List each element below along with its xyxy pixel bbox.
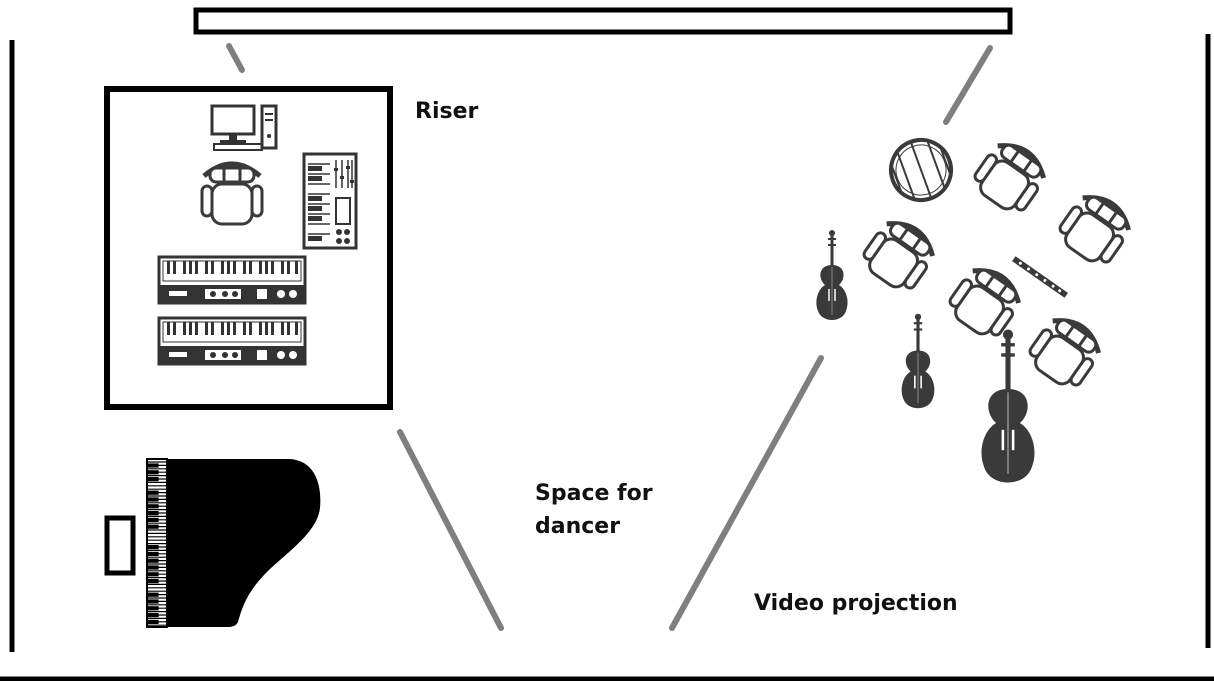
synthesizer-icon xyxy=(302,152,358,250)
dancer-label-line1: Space for xyxy=(535,481,653,506)
piano-black-key xyxy=(146,477,159,482)
video-projection-label: Video projection xyxy=(754,591,958,616)
violin-icon xyxy=(900,312,936,410)
flute-icon xyxy=(1012,256,1068,298)
grand-piano-icon xyxy=(104,458,321,628)
piano-black-key xyxy=(146,517,159,523)
office-chair-icon xyxy=(858,213,942,297)
sightline-top-left xyxy=(226,43,245,73)
piano-black-key xyxy=(146,497,159,502)
cello-icon xyxy=(981,330,1034,483)
piano-black-key xyxy=(146,511,159,516)
piano-black-key xyxy=(146,592,159,597)
piano-black-key xyxy=(146,551,159,557)
piano-key-lines xyxy=(146,461,167,626)
dancer-label-line2: dancer xyxy=(535,514,620,539)
piano-body xyxy=(166,459,321,627)
violin-icon xyxy=(814,228,850,322)
piano-black-key xyxy=(146,572,159,577)
keyboard-icon xyxy=(157,255,307,305)
piano-black-key xyxy=(146,599,159,604)
walls xyxy=(0,34,1214,681)
piano-black-key xyxy=(146,544,159,550)
piano-black-key xyxy=(146,490,159,495)
riser-label: Riser xyxy=(415,99,478,124)
piano-black-key xyxy=(146,504,159,509)
piano-bench xyxy=(104,515,136,576)
office-chair-icon xyxy=(1054,187,1138,271)
office-chair-icon xyxy=(944,260,1028,344)
piano-black-key xyxy=(146,463,159,468)
keyboard-icon xyxy=(157,316,307,366)
piano-black-key xyxy=(146,524,159,529)
office-chair-icon xyxy=(969,135,1053,219)
piano-black-key xyxy=(146,565,159,570)
office-chair-icon xyxy=(202,164,262,224)
sightline-bottom-right xyxy=(669,355,824,631)
office-chair-icon xyxy=(1024,310,1108,394)
sightlines xyxy=(226,43,993,631)
projection-screen xyxy=(193,7,1013,35)
piano-black-key xyxy=(146,612,159,618)
piano-black-key xyxy=(146,606,159,611)
piano-black-key xyxy=(146,558,159,563)
snare-drum-icon xyxy=(889,138,953,202)
sightline-top-right xyxy=(943,45,993,125)
piano-black-key xyxy=(146,619,159,625)
desktop-computer-icon xyxy=(210,104,278,151)
piano-black-key xyxy=(146,578,159,584)
piano-black-key xyxy=(146,470,159,475)
sightline-bottom-left xyxy=(397,429,504,631)
